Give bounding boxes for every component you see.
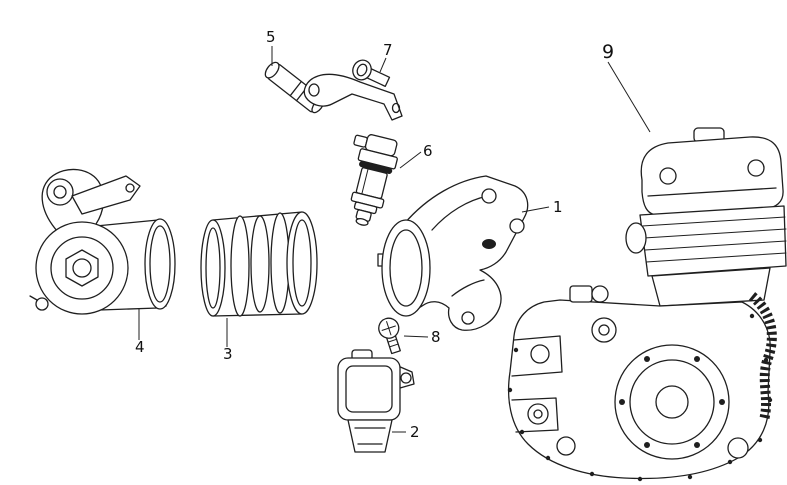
engine-drawing — [507, 127, 787, 482]
callout-8: 8 — [431, 328, 441, 346]
callout-labels: 1 2 3 4 5 6 7 8 9 — [135, 28, 614, 441]
screw-drawing — [378, 317, 401, 355]
leader-lines — [138, 46, 651, 433]
sensor-bracket-drawing — [303, 59, 403, 121]
fuel-injector-drawing — [350, 134, 398, 226]
intake-duct-drawing — [200, 211, 318, 317]
intake-manifold-drawing — [377, 175, 529, 331]
callout-7: 7 — [383, 41, 393, 59]
map-sensor-drawing — [337, 349, 415, 453]
callout-9: 9 — [602, 41, 614, 63]
callout-4: 4 — [135, 338, 145, 356]
callout-5: 5 — [266, 28, 276, 46]
callout-6: 6 — [423, 142, 433, 160]
callout-1: 1 — [553, 198, 563, 216]
callout-2: 2 — [410, 423, 420, 441]
callout-3: 3 — [223, 345, 233, 363]
throttle-body-drawing — [29, 168, 176, 315]
